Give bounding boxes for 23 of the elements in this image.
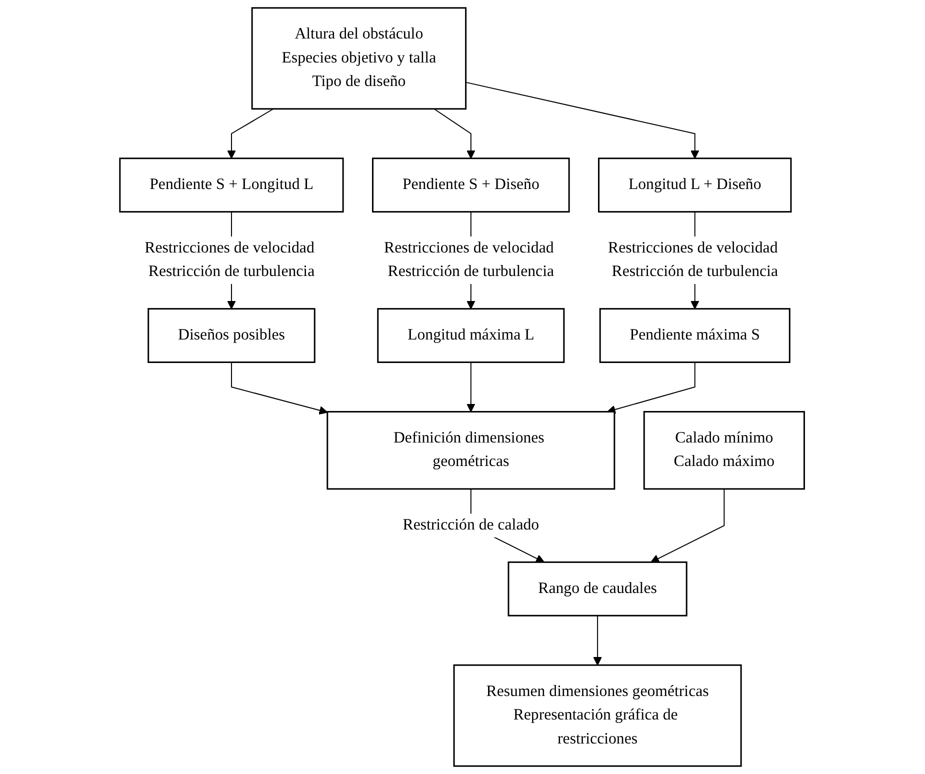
arrow [228, 108, 274, 159]
node-box: Definición dimensiones geométricas [327, 411, 616, 490]
arrow [466, 82, 700, 159]
node-box: Calado mínimo Calado máximo [644, 411, 806, 490]
edge-label: Restricciones de velocidad Restricción de turbulencia [608, 240, 778, 280]
edge-label: Restricciones de velocidad Restricción de turbulencia [384, 240, 554, 280]
node-box: Longitud máxima L [378, 308, 566, 363]
node-box: Pendiente S + Diseño [372, 158, 570, 213]
arrow [466, 362, 476, 412]
edge-label: Restricciones de velocidad Restricción de turbulencia [145, 240, 316, 280]
node-box: Diseños posibles [148, 308, 316, 363]
arrow [231, 362, 328, 415]
node-box: Pendiente S + Longitud L [120, 158, 344, 213]
arrow [594, 615, 602, 666]
arrow [607, 362, 696, 414]
arrow [434, 108, 476, 159]
arrow [650, 488, 726, 563]
node-box: Rango de caudales [508, 561, 688, 616]
node-box: Altura del obstáculo Especies objetivo y talla Tipo de diseño [252, 7, 467, 110]
edge-label: Restricción de calado [403, 516, 540, 534]
node-box: Resumen dimensiones geométricas Representación gráfica de restricciones [454, 664, 742, 767]
node-box: Longitud L + Diseño [598, 158, 792, 213]
node-box: Pendiente máxima S [600, 308, 791, 363]
